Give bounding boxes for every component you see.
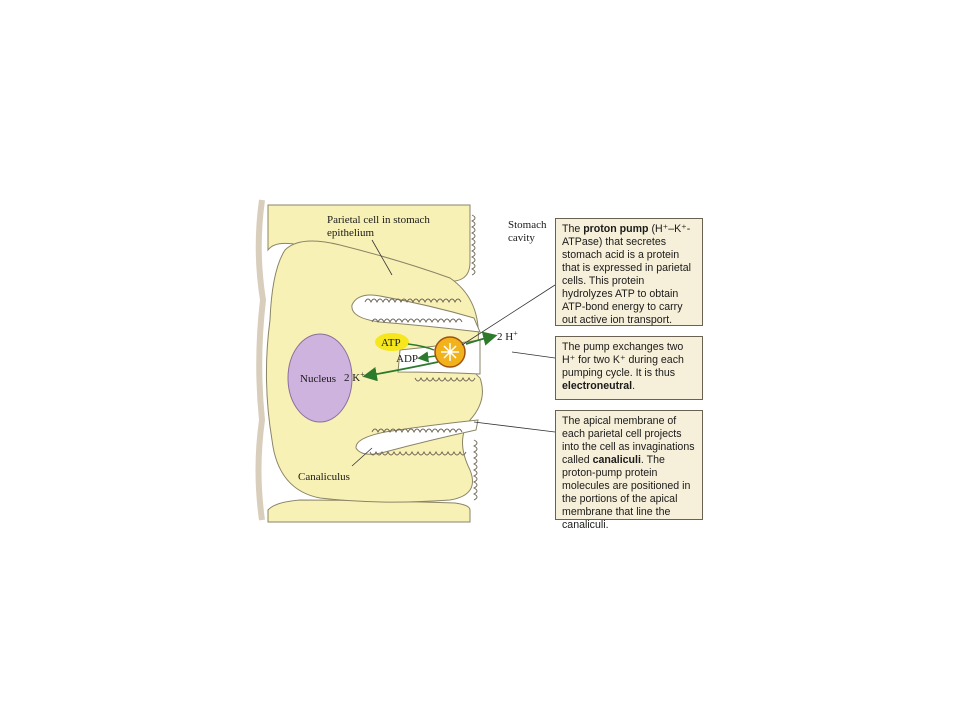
label-parietal-cell-1: Parietal cell in stomach xyxy=(327,214,430,226)
nucleus xyxy=(287,333,353,423)
callout-apical: The apical membrane of each parietal cel… xyxy=(555,410,703,531)
callout-proton-pump-post: (H⁺–K⁺-ATPase) that secretes stomach aci… xyxy=(562,223,691,326)
tissue-edge xyxy=(255,199,267,521)
label-two-h: 2 H+ xyxy=(497,329,518,343)
callout-exchange: The pump exchanges two H⁺ for two K⁺ dur… xyxy=(555,336,703,400)
callout-exchange-post: . xyxy=(632,380,636,392)
lower-neighbor-cell xyxy=(267,499,471,523)
label-parietal-cell-2: epithelium xyxy=(327,227,374,239)
k-influx-arrow xyxy=(362,361,439,382)
apical-border-lower xyxy=(472,439,478,501)
microvilli-upper-2 xyxy=(371,318,463,324)
callout-apical-pre: The apical membrane of each parietal cel… xyxy=(562,415,695,466)
label-canaliculus: Canaliculus xyxy=(298,471,350,483)
leader-exchange xyxy=(511,351,556,359)
label-stomach-cavity-2: cavity xyxy=(508,232,535,244)
lower-canaliculus xyxy=(355,419,479,455)
microvilli-mid xyxy=(414,376,476,382)
microvilli-lower-2 xyxy=(369,450,467,456)
label-adp: ADP xyxy=(396,353,418,365)
microvilli-upper xyxy=(364,298,462,304)
leader-parietal xyxy=(371,239,393,276)
atp-highlight xyxy=(375,333,409,351)
leader-proton-pump xyxy=(461,284,556,346)
leader-canaliculus xyxy=(351,447,373,467)
callout-proton-pump-bold: proton pump xyxy=(583,223,649,235)
atp-to-pump-arrow xyxy=(407,343,435,351)
label-two-k: 2 K+ xyxy=(344,370,365,384)
label-h-superscript: + xyxy=(513,329,518,338)
label-atp: ATP xyxy=(381,337,401,349)
pump-star-icon xyxy=(441,343,459,361)
label-two-h-text: 2 H xyxy=(497,331,513,343)
upper-canaliculus xyxy=(351,294,481,333)
callout-apical-post: . The proton-pump protein molecules are … xyxy=(562,454,691,531)
callout-proton-pump-pre: The xyxy=(562,223,584,235)
label-nucleus: Nucleus xyxy=(300,373,336,385)
label-stomach-cavity-1: Stomach xyxy=(508,219,547,231)
apical-border-upper xyxy=(470,214,476,276)
label-two-k-text: 2 K xyxy=(344,372,360,384)
leader-apical xyxy=(473,421,556,433)
callout-apical-bold: canaliculi xyxy=(592,454,641,466)
adp-arrow xyxy=(417,351,437,363)
callout-exchange-bold: electroneutral xyxy=(562,380,633,392)
microvilli-lower xyxy=(371,428,463,434)
label-k-superscript: + xyxy=(360,370,365,379)
callout-exchange-pre: The pump exchanges two H⁺ for two K⁺ dur… xyxy=(562,341,684,379)
h-efflux-arrow xyxy=(465,331,498,346)
callout-proton-pump: The proton pump (H⁺–K⁺-ATPase) that secr… xyxy=(555,218,703,326)
